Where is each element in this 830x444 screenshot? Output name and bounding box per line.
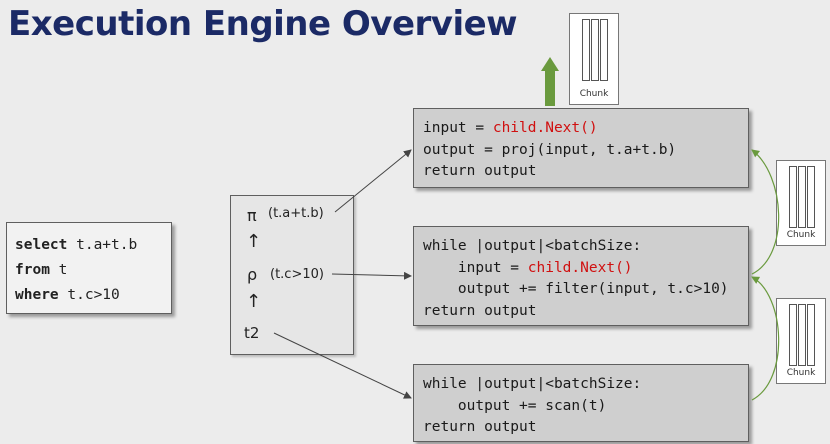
code-text: input = <box>423 120 493 136</box>
projection-label: (t.a+t.b) <box>268 206 324 221</box>
sql-query-box: select t.a+t.b from t where t.c>10 <box>6 222 172 314</box>
sql-keyword: where <box>15 287 59 303</box>
code-line: output = proj(input, t.a+t.b) <box>423 141 677 158</box>
code-line: output += filter(input, t.c>10) <box>423 281 729 297</box>
sql-line-select: select t.a+t.b <box>15 233 171 258</box>
projection-code-box: input = child.Next()output = proj(input,… <box>413 108 749 188</box>
chunk-flow-arrow <box>751 149 780 275</box>
code-line: input = child.Next() <box>423 258 748 280</box>
filter-link-arrow <box>331 271 412 280</box>
scan-code-box: while |output|<batchSize: output += scan… <box>413 364 749 442</box>
sql-text: t.a+t.b <box>67 237 138 253</box>
slide-title: Execution Engine Overview <box>8 4 518 44</box>
sql-text: t.c>10 <box>58 287 120 303</box>
sql-text: t <box>49 262 68 278</box>
sql-line-from: from t <box>15 258 171 283</box>
scan-table-label: t2 <box>244 324 260 342</box>
filter-label: (t.c>10) <box>270 267 324 282</box>
chunk-icon: Chunk <box>569 13 619 105</box>
up-arrow-icon: ↑ <box>246 231 262 252</box>
chunk-icon: Chunk <box>776 298 826 384</box>
projection-symbol: π <box>247 206 257 225</box>
scan-link-arrow <box>273 332 412 399</box>
filter-symbol: ρ <box>247 265 258 284</box>
code-line: while |output|<batchSize: <box>423 376 642 392</box>
sql-keyword: from <box>15 262 50 278</box>
code-text: input = <box>423 259 528 276</box>
chunk-label: Chunk <box>786 230 816 240</box>
projection-link-arrow <box>334 149 412 213</box>
filter-code-box: while |output|<batchSize: input = child.… <box>413 226 749 326</box>
next-call-highlight: child.Next() <box>527 259 633 276</box>
code-line: while |output|<batchSize: <box>423 238 642 254</box>
code-line: input = child.Next() <box>423 118 748 140</box>
chunk-flow-arrow <box>751 276 780 401</box>
sql-keyword: select <box>15 237 68 253</box>
code-line: return output <box>423 302 537 319</box>
query-plan-box: π (t.a+t.b) ↑ ρ (t.c>10) ↑ t2 <box>230 195 354 355</box>
output-arrow-icon <box>541 57 559 106</box>
code-line: return output <box>423 163 537 179</box>
code-line: output += scan(t) <box>423 397 607 414</box>
chunk-icon: Chunk <box>776 160 826 246</box>
chunk-label: Chunk <box>579 89 609 99</box>
sql-line-where: where t.c>10 <box>15 283 171 308</box>
next-call-highlight: child.Next() <box>492 120 598 136</box>
code-line: return output <box>423 419 537 435</box>
up-arrow-icon: ↑ <box>246 291 262 312</box>
chunk-label: Chunk <box>786 368 816 378</box>
